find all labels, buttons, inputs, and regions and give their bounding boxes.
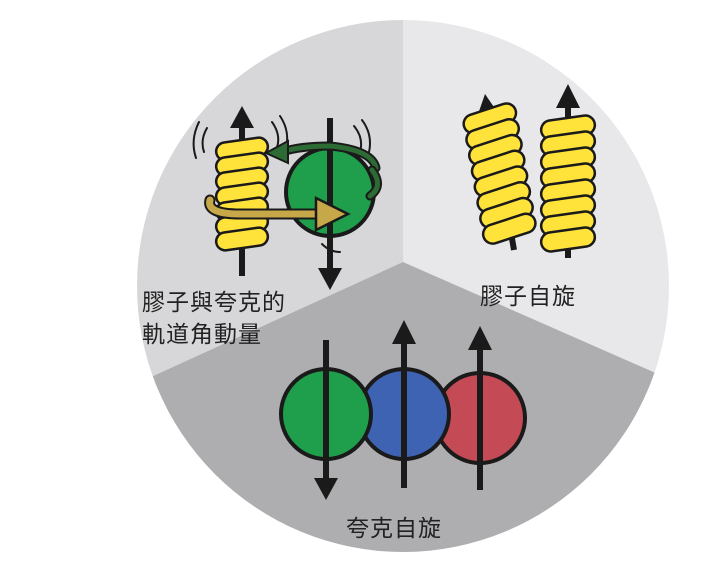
- gluon-coil-loop: [214, 226, 270, 252]
- quark-spin-label: 夸克自旋: [346, 516, 442, 542]
- gluon-coil-loop: [481, 212, 537, 245]
- orbit-arrow-gold-icon: [204, 194, 351, 233]
- orbital-label-line2: 軌道角動量: [142, 322, 262, 348]
- green-quark-down-arrow-icon: [314, 478, 338, 500]
- gluon-tilted-icon: [462, 102, 537, 245]
- gluon-spin-label: 膠子自旋: [480, 284, 576, 310]
- red-quark-up-arrow-icon: [468, 326, 492, 350]
- orbital-label-line1: 膠子與夸克的: [142, 290, 286, 316]
- gluon-upright-icon: [539, 114, 597, 253]
- sector-orbital-angular-momentum: [137, 20, 403, 455]
- blue-quark-up-arrow-icon: [392, 320, 416, 344]
- orbit-arrow-green-icon: [263, 139, 382, 201]
- orbital-gluon-icon: [214, 136, 270, 252]
- gluon-coil-loop: [539, 226, 597, 253]
